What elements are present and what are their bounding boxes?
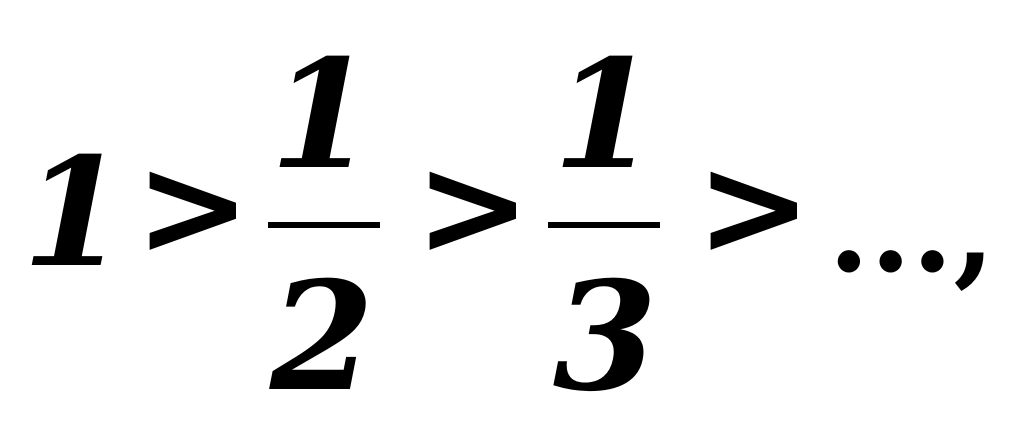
greater-than-sign-2: > [415, 126, 531, 287]
fraction-2-denominator: 3 [552, 249, 658, 425]
ellipsis-comma: ..., [828, 159, 996, 300]
fraction-2-numerator: 1 [552, 27, 658, 203]
fraction-1-denominator: 2 [269, 249, 375, 425]
greater-than-sign-1: > [135, 126, 251, 287]
fraction-2-bar [548, 222, 660, 228]
greater-than-sign-3: > [696, 126, 812, 287]
fraction-1-bar [268, 222, 380, 228]
term-one: 1 [22, 125, 127, 301]
fraction-1-numerator: 1 [269, 27, 375, 203]
